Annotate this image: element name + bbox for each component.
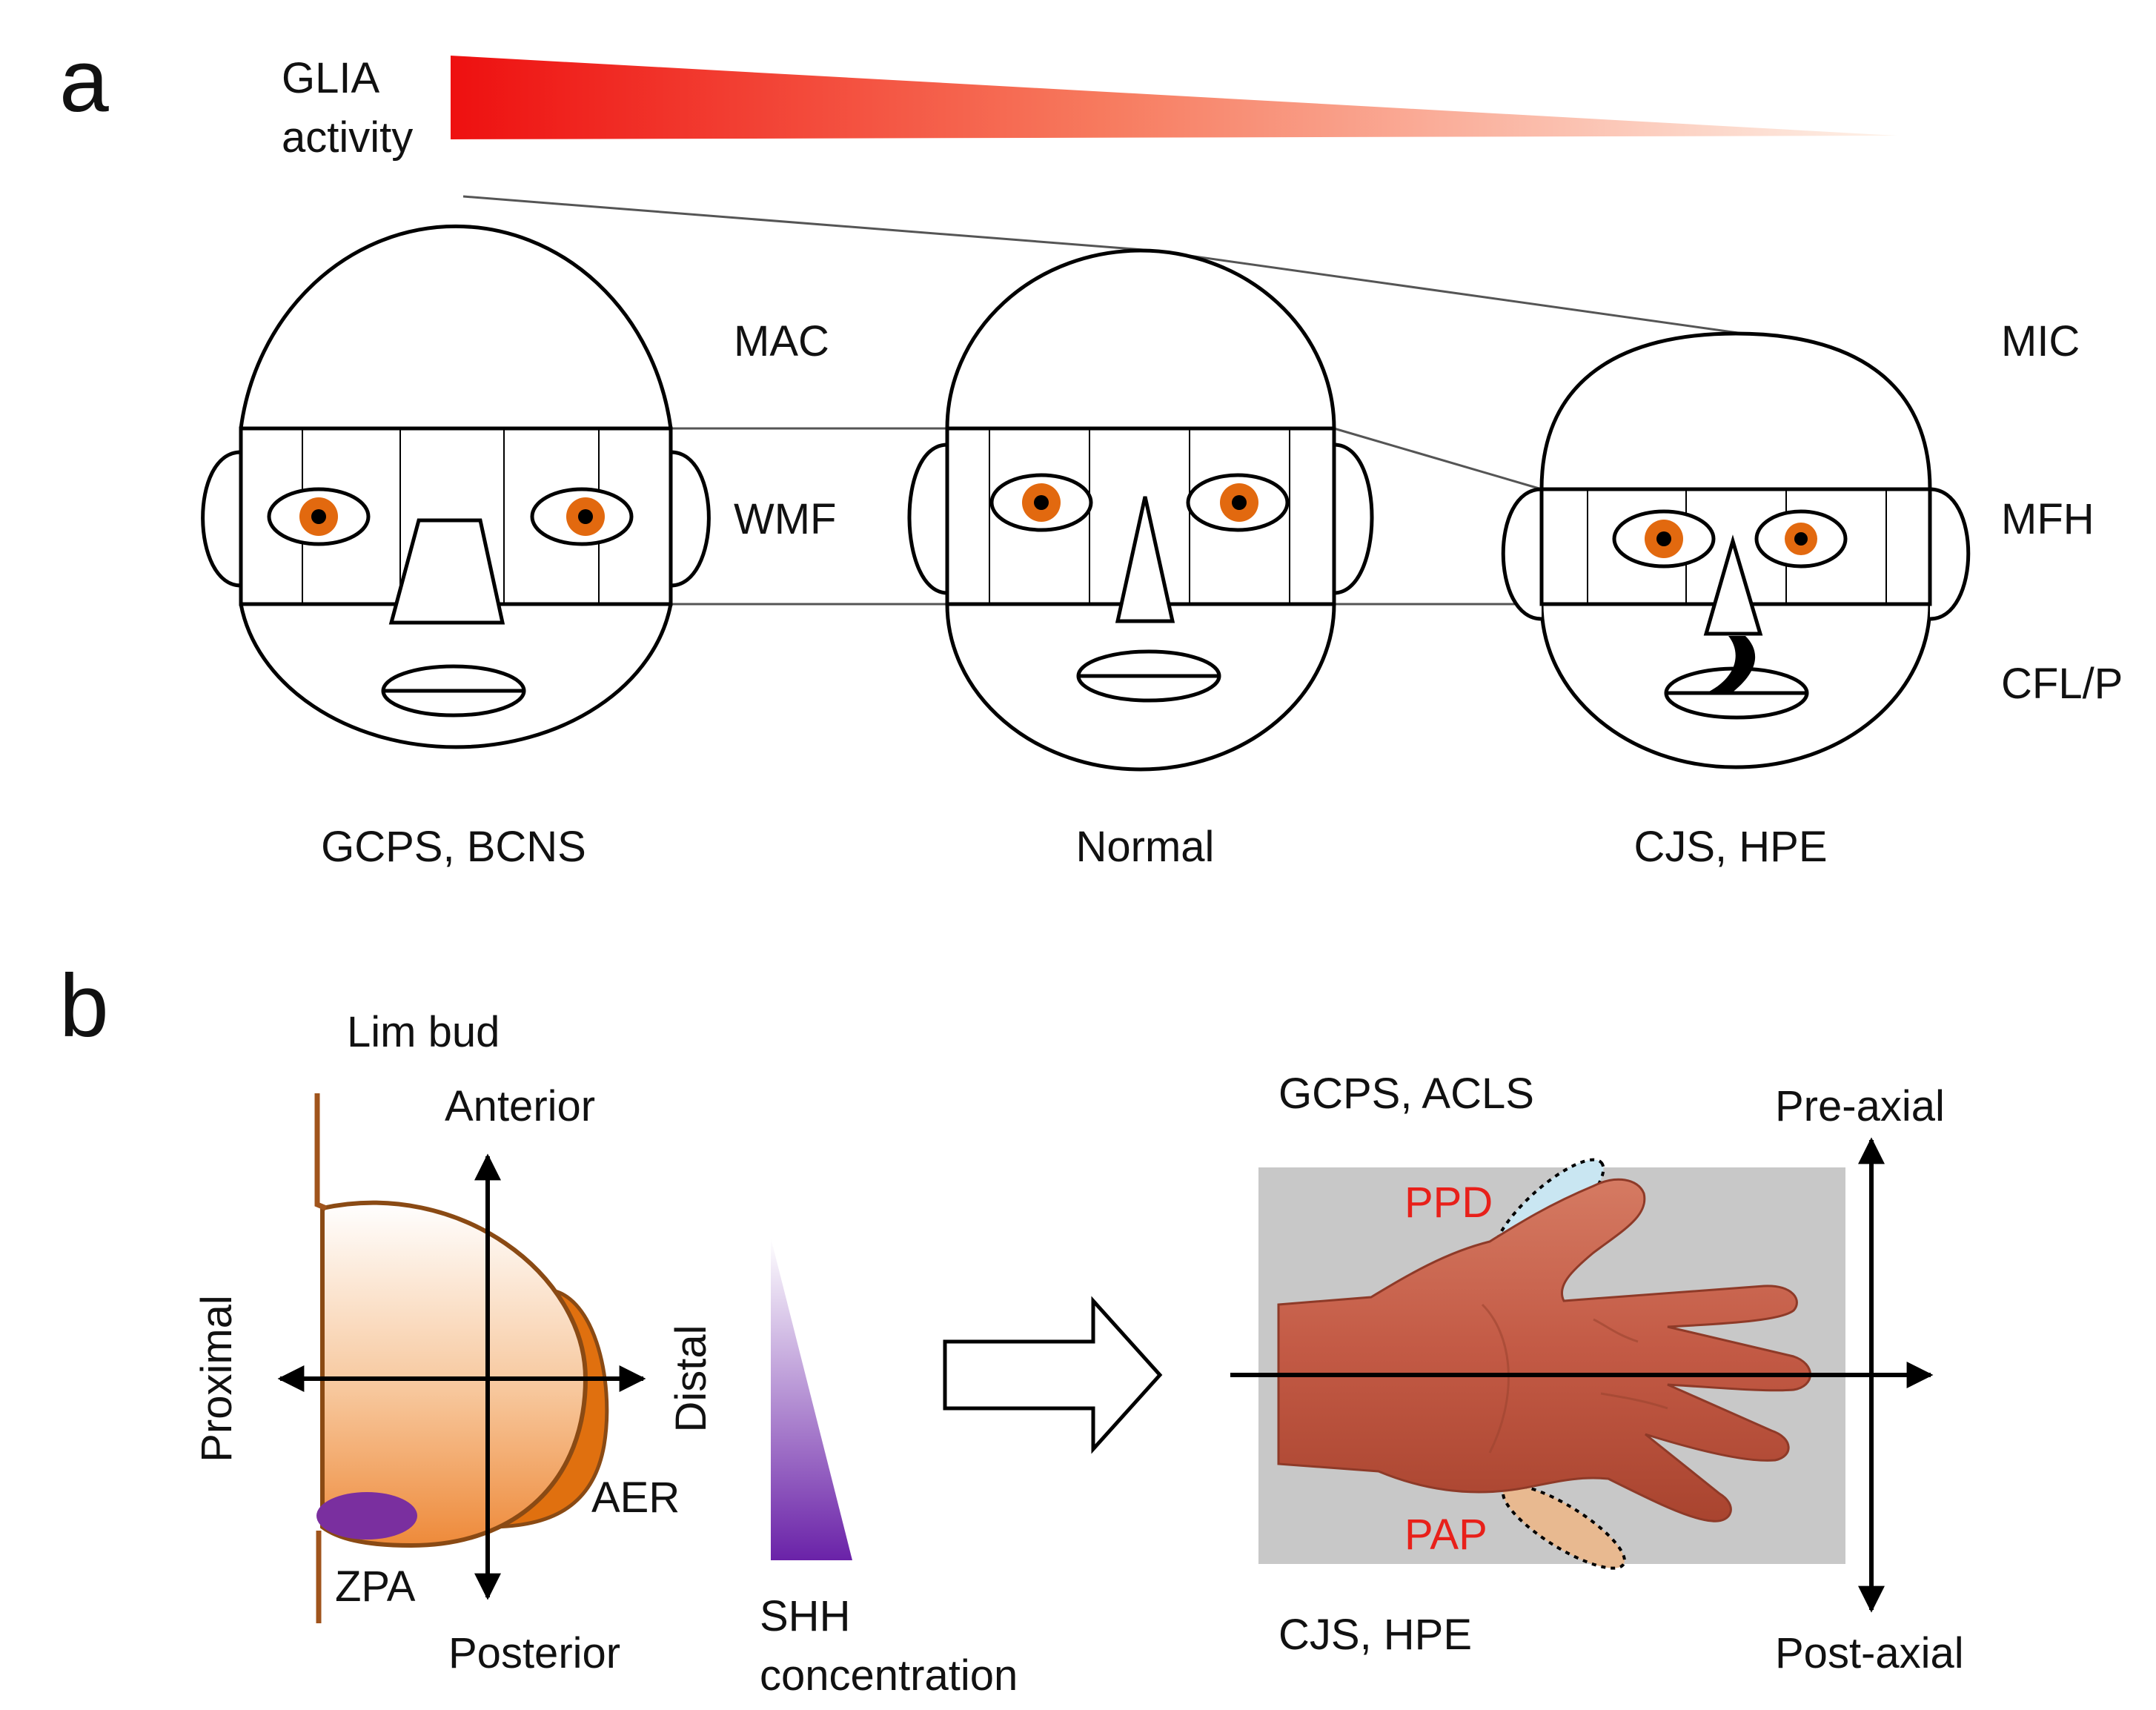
glia-gradient-wedge: [451, 56, 1897, 139]
hand-knuckle-lines: [1481, 1303, 1668, 1454]
hand-axes: [1230, 1137, 1934, 1613]
axis-proximal-label: Proximal: [193, 1295, 241, 1462]
aer-label: AER: [591, 1474, 680, 1522]
pap-label: PAP: [1404, 1511, 1487, 1559]
face-macrocephaly: [201, 224, 711, 749]
hand-bottom-caption: CJS, HPE: [1278, 1611, 1472, 1659]
pupil-icon: [311, 509, 326, 524]
face-macrocephaly-irises: [299, 497, 605, 536]
pupil-icon: [1034, 495, 1049, 510]
pupil-icon: [1794, 532, 1808, 546]
pupil-icon: [578, 509, 593, 524]
ppd-label: PPD: [1404, 1179, 1493, 1227]
pupil-icon: [1656, 531, 1671, 546]
hand-illustration: [1277, 1178, 1811, 1522]
panel-a-label: a: [59, 31, 109, 130]
zpa-label: ZPA: [335, 1562, 416, 1611]
face-caption-right: CJS, HPE: [1633, 823, 1827, 871]
limb-bud-body: [320, 1200, 588, 1548]
limb-bud-title: Lim bud: [347, 1008, 500, 1056]
shh-label-line1: SHH: [760, 1592, 850, 1640]
face-connector-lines: [462, 195, 1744, 606]
face-normal-irises: [1022, 483, 1258, 522]
glia-activity-legend: GLIA activity: [282, 54, 1897, 162]
face-caption-middle: Normal: [1076, 823, 1215, 871]
limb-bud-axes: [277, 1153, 646, 1600]
pupil-icon: [1232, 495, 1247, 510]
annotation-mic: MIC: [2001, 317, 2080, 365]
annotation-wmf: WMF: [734, 495, 837, 543]
hand-top-caption: GCPS, ACLS: [1278, 1070, 1534, 1118]
development-arrow-icon: [943, 1296, 1163, 1454]
axis-pre-axial-label: Pre-axial: [1775, 1082, 1945, 1130]
limb-bud-diagram: [314, 1093, 609, 1623]
glia-title-line2: activity: [282, 113, 413, 162]
zpa-region: [316, 1492, 417, 1540]
body-wall-line: [314, 1093, 328, 1623]
panel-b-label: b: [59, 956, 109, 1056]
axis-posterior-label: Posterior: [448, 1629, 620, 1677]
cleft-lip-mark: [1705, 636, 1756, 694]
annotation-mac: MAC: [734, 317, 829, 365]
axis-distal-label: Distal: [667, 1325, 715, 1432]
annotation-mfh: MFH: [2001, 495, 2094, 543]
face-caption-left: GCPS, BCNS: [321, 823, 586, 871]
pap-extra-digit: [1502, 1484, 1626, 1570]
shh-gradient-wedge: [771, 1238, 852, 1560]
annotation-cflp: CFL/P: [2001, 660, 2123, 708]
face-normal: [907, 248, 1374, 772]
shh-label-line2: concentration: [760, 1651, 1018, 1700]
glia-title-line1: GLIA: [282, 54, 379, 102]
axis-post-axial-label: Post-axial: [1775, 1629, 1964, 1677]
axis-anterior-label: Anterior: [445, 1082, 595, 1130]
face-microcephaly-irises: [1645, 520, 1817, 558]
face-microcephaly: [1501, 331, 1971, 769]
